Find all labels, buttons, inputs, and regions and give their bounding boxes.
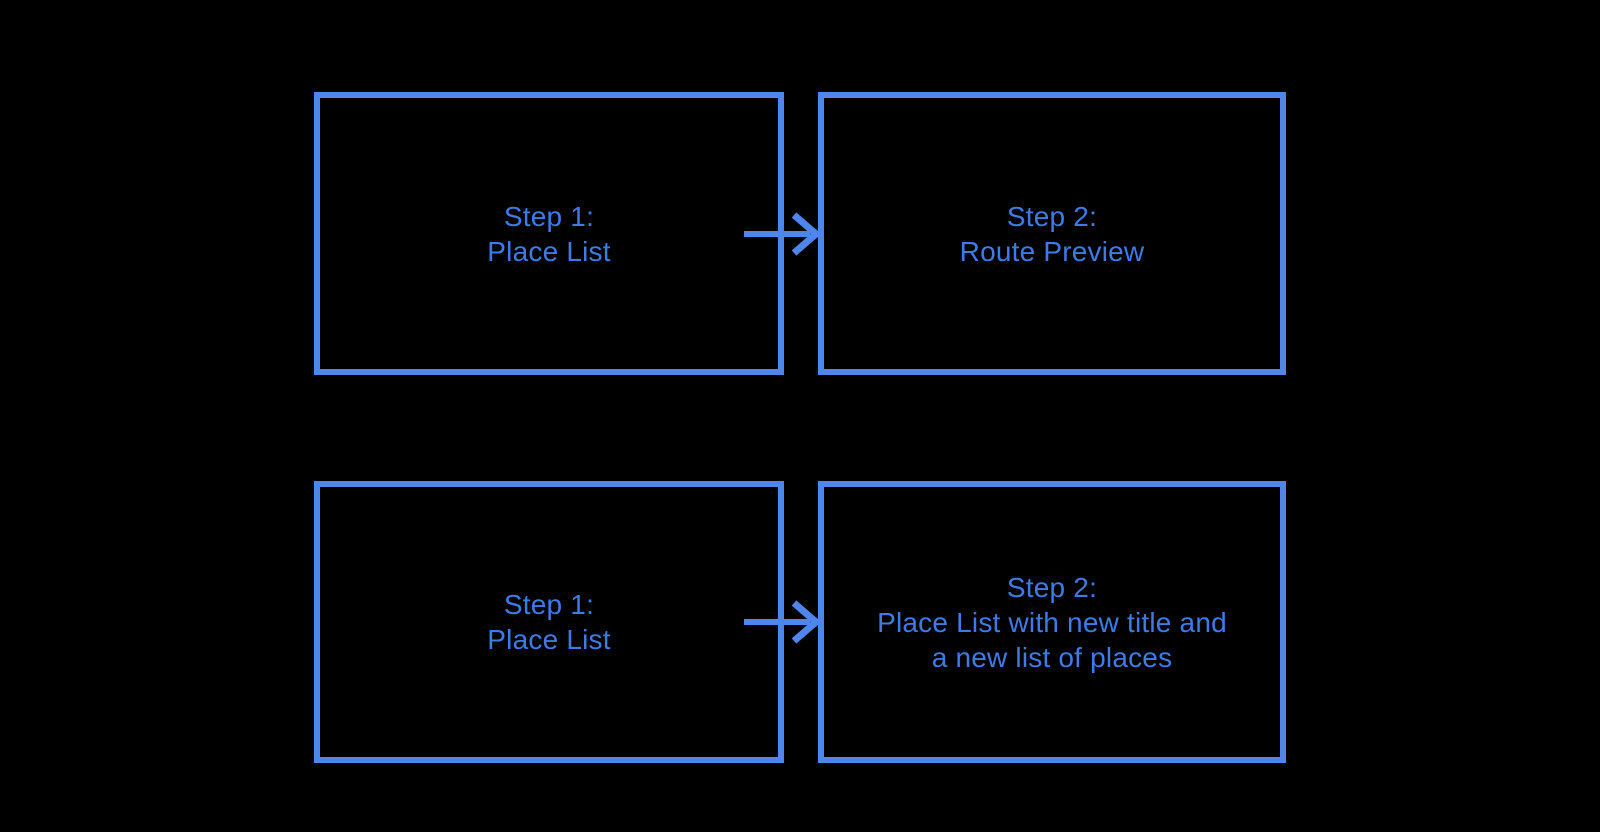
flow1-step2-label: Step 2: Route Preview [960, 199, 1145, 269]
flow1-step1-line2: Place List [487, 235, 611, 267]
flow1-step1-label: Step 1: Place List [487, 199, 610, 269]
flow1-step2-line1: Step 2: [1006, 200, 1098, 232]
flow2-step2-label: Step 2: Place List with new title and a … [877, 570, 1227, 675]
flow2-step2-line1: Step 2: [1006, 571, 1098, 603]
flow1-step1-line1: Step 1: [503, 200, 595, 232]
flow2-step1-line2: Place List [487, 624, 611, 655]
flow2-step2-line2: Place List with new title and [877, 606, 1227, 638]
flow1-step2-line2: Route Preview [959, 235, 1145, 267]
flow2-step1-box: Step 1: Place List [314, 481, 784, 763]
flow2-step2-box: Step 2: Place List with new title and a … [818, 481, 1286, 763]
flow1-step2-box: Step 2: Route Preview [818, 92, 1286, 375]
flow1-step1-box: Step 1: Place List [314, 92, 784, 375]
flow2-step1-label: Step 1: Place List [487, 587, 610, 657]
flow2-step2-line3: a new list of places [931, 641, 1173, 673]
flow2-step1-line1: Step 1: [503, 589, 595, 620]
